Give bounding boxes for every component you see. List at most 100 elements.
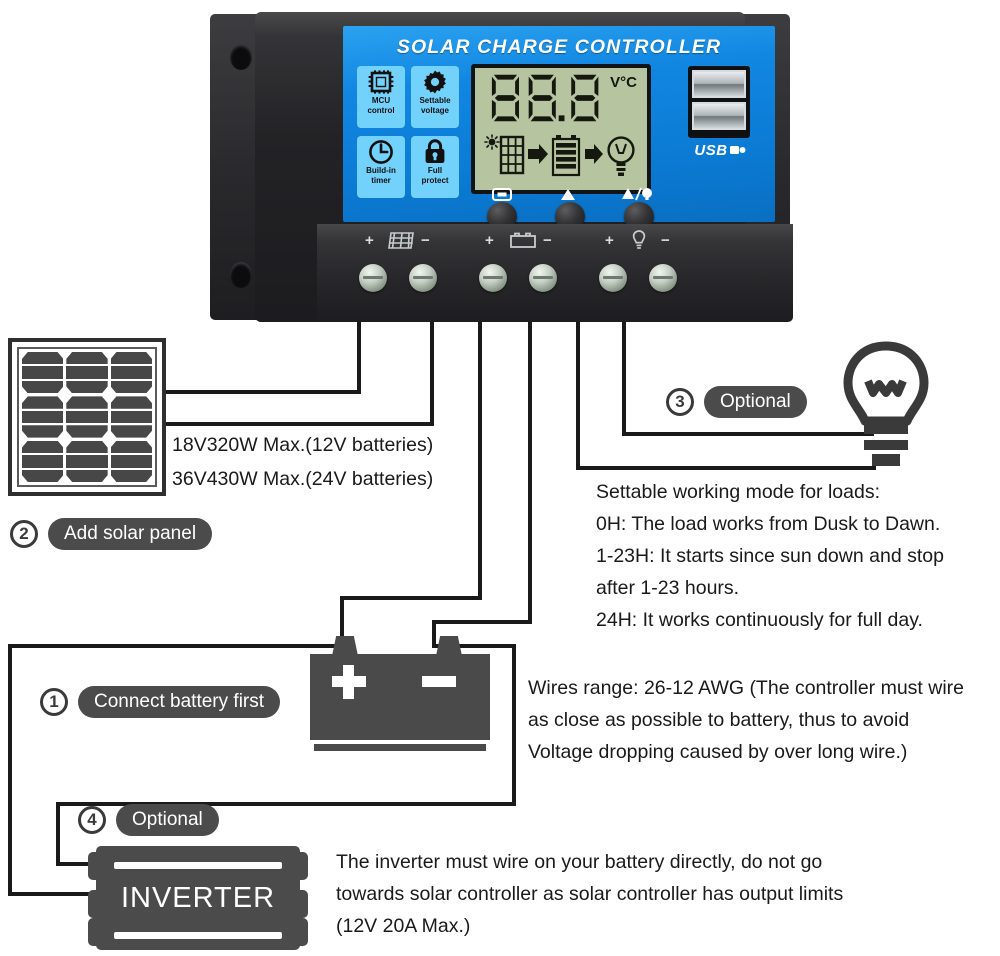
wire-load-negative (622, 432, 874, 436)
solar-spec-line-2: 36V430W Max.(24V batteries) (172, 468, 434, 490)
battery-minus-icon (422, 676, 456, 687)
feature-label-line2: voltage (420, 106, 449, 115)
terminal-screw[interactable] (599, 264, 627, 292)
step-load-optional: 3 Optional (666, 386, 807, 418)
feature-label-line1: Build-in (366, 166, 396, 175)
solar-charge-controller: SOLAR CHARGE CONTROLLER (200, 6, 800, 331)
wire-solar-negative (430, 322, 434, 426)
inverter-note-line-1: The inverter must wire on your battery d… (336, 851, 823, 873)
usb-ports[interactable] (688, 66, 750, 138)
padlock-icon (423, 139, 447, 165)
wire-battery-loop-right (512, 644, 516, 806)
feature-label-line1: MCU (371, 96, 391, 105)
terminal-screw[interactable] (479, 264, 507, 292)
clock-icon (368, 139, 394, 165)
inverter-vent-bar (114, 932, 282, 939)
terminal-strip: + − + − + − (317, 224, 793, 322)
load-mode-line-4: 24H: It works continuously for full day. (596, 609, 923, 631)
wires-note-line-1: Wires range: 26-12 AWG (The controller m… (528, 677, 964, 699)
usb-label: USB (687, 142, 753, 159)
load-bulb-terminal-icon (631, 230, 647, 255)
load-mode-line-2: 1-23H: It starts since sun down and stop (596, 545, 944, 567)
mcu-chip-icon (368, 69, 394, 95)
step-inverter-optional: 4 Optional (78, 804, 219, 836)
feature-label-line1: Full (427, 166, 443, 175)
step-add-solar-panel: 2 Add solar panel (10, 518, 213, 550)
feature-label-line2: protect (421, 176, 449, 185)
wire-solar-positive (166, 390, 361, 394)
wire-solar-positive (357, 322, 361, 394)
up-arrow-load-icon (621, 187, 655, 200)
step-number-badge: 4 (78, 806, 106, 834)
battery-plus-icon (343, 665, 354, 699)
battery-body (310, 654, 490, 740)
wire-battery-positive (478, 322, 482, 600)
wire-battery-negative (528, 322, 532, 624)
load-mode-heading: Settable working mode for loads: (596, 481, 880, 503)
wires-note-line-2: as close as possible to battery, thus to… (528, 709, 910, 731)
wire-inverter-top (56, 802, 516, 806)
controller-title: SOLAR CHARGE CONTROLLER (396, 36, 722, 58)
wire-load-positive (576, 322, 580, 470)
lcd-display: V°C (471, 64, 651, 194)
usb-port-1[interactable] (692, 70, 746, 98)
step-label: Add solar panel (48, 518, 213, 550)
wire-battery-negative (432, 620, 532, 624)
wire-solar-negative (166, 422, 434, 426)
wire-load-positive (576, 466, 876, 470)
feature-full-protect: Full protect (411, 136, 459, 198)
lcd-flow-diagram (483, 128, 639, 182)
battery-positive-terminal (332, 636, 358, 656)
wire-inverter-top (56, 802, 60, 866)
inverter-note-line-3: (12V 20A Max.) (336, 915, 471, 937)
battery-graphic (310, 634, 490, 752)
wire-battery-loop-left (8, 644, 12, 896)
terminal-screw[interactable] (529, 264, 557, 292)
usb-label-text: USB (694, 142, 728, 159)
inverter-label: INVERTER (120, 882, 276, 914)
terminal-screw[interactable] (359, 264, 387, 292)
lcd-value (489, 72, 609, 122)
wires-note-line-3: Voltage dropping caused by over long wir… (528, 741, 908, 763)
step-connect-battery: 1 Connect battery first (40, 686, 281, 718)
step-label: Optional (116, 804, 219, 836)
terminal-screw[interactable] (649, 264, 677, 292)
screw-hole-icon (230, 44, 252, 70)
wire-inverter-bottom (8, 892, 92, 896)
wire-battery-positive (340, 596, 482, 600)
feature-build-in-timer: Build-in timer (357, 136, 405, 198)
step-number-badge: 1 (40, 688, 68, 716)
controller-casing: SOLAR CHARGE CONTROLLER (255, 12, 793, 322)
inverter-note: The inverter must wire on your battery d… (336, 846, 843, 942)
battery-negative-terminal (436, 636, 462, 656)
wire-battery-loop-right (432, 644, 516, 648)
inverter-graphic: INVERTER (88, 846, 308, 950)
feature-settable-voltage: Settable voltage (411, 66, 459, 128)
solar-spec-line-1: 18V320W Max.(12V batteries) (172, 434, 434, 456)
feature-label-line2: timer (371, 176, 391, 185)
load-mode-note: Settable working mode for loads: 0H: The… (596, 476, 944, 636)
inverter-vent-bar (114, 862, 282, 869)
step-number-badge: 2 (10, 520, 38, 548)
usb-port-2[interactable] (692, 102, 746, 130)
solar-panel-graphic (8, 338, 166, 496)
solar-panel-terminal-icon (387, 232, 415, 254)
wire-inverter-top (56, 862, 96, 866)
feature-label-line1: Settable (419, 96, 451, 105)
wire-battery-loop-top (8, 644, 342, 648)
wire-battery-negative (432, 620, 436, 644)
wire-battery-positive (340, 596, 344, 642)
inverter-note-line-2: towards solar controller as solar contro… (336, 883, 844, 905)
feature-label-line2: control (367, 106, 395, 115)
screw-hole-icon (230, 262, 252, 288)
controller-front-panel: SOLAR CHARGE CONTROLLER (343, 26, 775, 231)
gear-icon (422, 69, 448, 95)
wire-load-negative (622, 322, 626, 436)
up-arrow-icon (558, 188, 578, 201)
lcd-unit-label: V°C (610, 74, 637, 91)
step-label: Connect battery first (78, 686, 281, 718)
battery-terminal-icon (509, 232, 537, 254)
load-mode-line-3: after 1-23 hours. (596, 577, 740, 599)
step-number-badge: 3 (666, 388, 694, 416)
terminal-screw[interactable] (409, 264, 437, 292)
